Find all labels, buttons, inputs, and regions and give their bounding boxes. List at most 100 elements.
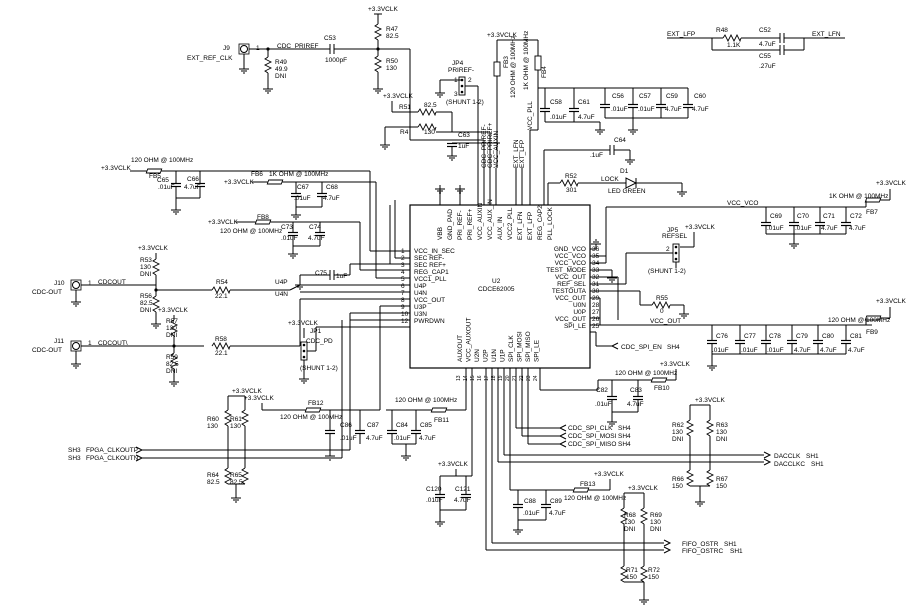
ext-lfp-label: EXT_LFP <box>667 31 695 38</box>
fb12-section: +3.3VCLK FB12 120 OHM @ 100MHz C86 .01uF… <box>244 395 383 461</box>
c71-val: 4.7uF <box>821 225 838 232</box>
fb10-val: 120 OHM @ 100MHz <box>615 370 677 377</box>
vclk-r60: +3.3VCLK <box>232 388 262 395</box>
c71-ref: C71 <box>823 213 835 220</box>
j9-ref: J9 <box>223 45 230 52</box>
vclk-fb9: +3.3VCLK <box>876 298 906 305</box>
j10-name: CDC-OUT <box>32 289 62 296</box>
fb5-ref: FB5 <box>149 173 161 180</box>
r68-dni: DNI <box>624 526 635 533</box>
fifo-ostrc-sh1: SH1 <box>730 548 743 555</box>
fb4-ref: FB4 <box>541 66 548 78</box>
c82-ref: C82 <box>596 387 608 394</box>
r4-ref: R4 <box>400 129 409 136</box>
jp5-shunt: (SHUNT 1-2) <box>648 268 686 275</box>
chip-left-pin-name: U4P <box>414 283 427 290</box>
chip-right-pin-name: U0P <box>573 309 586 316</box>
jp1-name: CDC_PD <box>306 338 333 345</box>
j11-name: CDC-OUT <box>32 347 62 354</box>
jp4-pin2: 2 <box>468 77 472 84</box>
c58-ref: C58 <box>550 99 562 106</box>
fb11-ref: FB11 <box>434 417 449 424</box>
c55-val: .27uF <box>759 63 776 70</box>
r59-ref: R59 <box>166 354 178 361</box>
chip-right-pin-name: REF_SEL <box>557 281 586 288</box>
jp1-ref: JP1 <box>310 328 322 335</box>
chip-top-pin-name: PRI_REF- <box>457 210 464 240</box>
c81-val: 4.7uF <box>848 347 865 354</box>
chip-right-pin-name: VCC_VCO <box>555 260 586 267</box>
dacclk-net: DACCLK <box>774 453 801 460</box>
cdc-spi-en-sh4: SH4 <box>667 344 680 351</box>
dacclkc-sh1: SH1 <box>811 461 824 468</box>
r52-val: 301 <box>566 187 577 194</box>
c68-ref: C68 <box>326 184 338 191</box>
c59-val: 4.7uF <box>665 106 682 113</box>
chip-bottom-pin-name: U2P <box>483 349 490 362</box>
c74-ref: C74 <box>309 224 321 231</box>
chip-right-pin-num: 25 <box>592 323 600 330</box>
r61-val: 130 <box>230 423 241 430</box>
c70-ref: C70 <box>797 213 809 220</box>
cdc-priref-net: CDC_PRIREF <box>277 43 319 50</box>
r49-val: 49.9 <box>275 66 288 73</box>
chip-right-pin-name: U0N <box>573 302 586 309</box>
chip-bottom-pin-name: VCC_AUXOUT <box>466 318 473 362</box>
c79-val: 4.7uF <box>794 347 811 354</box>
j10-ref: J10 <box>54 280 65 287</box>
chip-bottom-pin-num: 24 <box>533 375 539 381</box>
c59-ref: C59 <box>666 93 678 100</box>
fb3-ref: FB3 <box>503 56 510 68</box>
c80-ref: C80 <box>822 333 834 340</box>
chip-left-pin-num: 12 <box>401 318 409 325</box>
c76-val: .01uF <box>712 347 729 354</box>
c86-ref: C86 <box>340 422 352 429</box>
fb9-ref: FB9 <box>866 329 878 336</box>
c58-val: .01uF <box>550 114 567 121</box>
c120-val: .01uF <box>426 497 443 504</box>
r56-ref: R56 <box>140 293 152 300</box>
cdc-spi-mosi-net: CDC_SPI_MOSI <box>568 433 617 440</box>
r67-ref: R67 <box>716 476 728 483</box>
chip-left-pin-name: U3N <box>414 311 427 318</box>
chip-bottom-pin-num: 13 <box>456 375 462 381</box>
chip-top-pin-name: REG_CAP2 <box>537 205 544 240</box>
c63-ref: C63 <box>458 132 470 139</box>
r67-val: 150 <box>716 483 727 490</box>
dacclk-section: +3.3VCLK R62 130 DNI R63 130 DNI R66 150… <box>497 368 824 507</box>
vcc-out-section: VCC_OUT +3.3VCLK 120 OHM @ 100MHz FB9 C7… <box>590 297 906 371</box>
fb12-val: 120 OHM @ 100MHz <box>280 414 342 421</box>
vcc-out-net: VCC_OUT <box>650 318 681 325</box>
c78-ref: C78 <box>769 333 781 340</box>
dacclk-sh1: SH1 <box>806 453 819 460</box>
chip-bottom-pin-num: 23 <box>526 375 532 381</box>
chip-left-pin-num: 7 <box>401 290 405 297</box>
chip-left-pin-name: PWRDWN <box>414 318 445 325</box>
c66-ref: C66 <box>187 176 199 183</box>
r49-dni: DNI <box>275 73 286 80</box>
c56-val: .01uF <box>611 106 628 113</box>
c120-c121-section: +3.3VCLK C120 .01uF C121 4.7uF <box>426 368 473 527</box>
c77-val: .01uF <box>741 347 758 354</box>
c84-val: .01uF <box>394 435 411 442</box>
r69-val: 130 <box>650 519 661 526</box>
c65-ref: C65 <box>157 177 169 184</box>
c87-val: 4.7uF <box>366 435 383 442</box>
c68-val: 4.7uF <box>323 195 340 202</box>
chip-top-pin-name: VBB <box>437 227 444 240</box>
j11-pin: 1 <box>88 340 92 347</box>
chip-bottom-pin-name: AUXOUT <box>457 335 464 362</box>
c56-ref: C56 <box>612 93 624 100</box>
vclk-r53: +3.3VCLK <box>138 245 168 252</box>
r68-ref: R68 <box>624 512 636 519</box>
jp1-shunt: (SHUNT 1-2) <box>300 365 338 372</box>
r60-val: 130 <box>207 423 218 430</box>
vcc-vco-section: VCC_VCO 1K OHM @ 100MHz FB7 +3.3VCLK C69… <box>590 180 906 264</box>
r71-ref: R71 <box>626 567 638 574</box>
r64-ref: R64 <box>207 472 219 479</box>
r55-val: 0 <box>660 308 664 315</box>
vclk-fb10: +3.3VCLK <box>660 361 690 368</box>
r57-ref: R57 <box>166 318 178 325</box>
